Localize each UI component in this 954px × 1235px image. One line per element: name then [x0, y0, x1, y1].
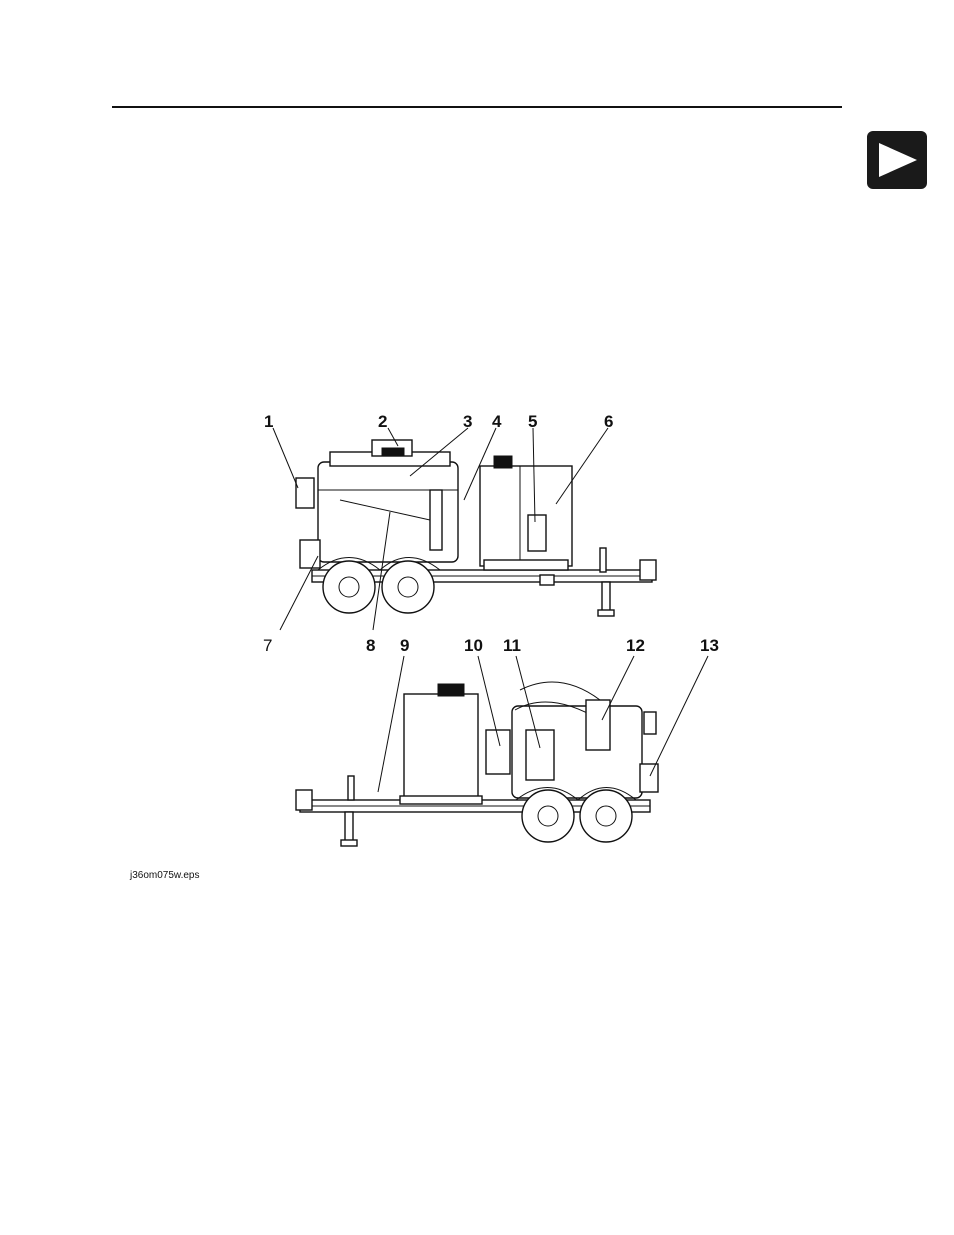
- callout-11: 11: [503, 636, 521, 655]
- wheel-front-2: [522, 790, 574, 842]
- callout-1: 1: [264, 412, 273, 431]
- callout-4: 4: [492, 412, 502, 431]
- figure-filename: j36om075w.eps: [130, 870, 200, 881]
- wheel-rear-2: [580, 790, 632, 842]
- engine-enclosure-2: [404, 694, 478, 802]
- callout-3: 3: [463, 412, 472, 431]
- callout-9: 9: [400, 636, 409, 655]
- engine-enclosure: [480, 466, 572, 566]
- jack-stand: [602, 582, 610, 612]
- trailer-left-side-view: [296, 440, 656, 616]
- hose-fitting-2: [640, 764, 658, 792]
- callout-5: 5: [528, 412, 537, 431]
- trailer-figure: 1 2 3 4 5 6 7 8: [0, 0, 954, 900]
- trailer-right-side-view: [296, 682, 658, 846]
- callout-10: 10: [464, 636, 483, 655]
- hose-fitting: [300, 540, 320, 568]
- wheel-rear: [382, 561, 434, 613]
- jack-stand-2: [345, 812, 353, 842]
- valve: [296, 478, 314, 508]
- callout-12: 12: [626, 636, 645, 655]
- callout-7: 7: [263, 636, 272, 655]
- callout-13: 13: [700, 636, 719, 655]
- callout-8: 8: [366, 636, 375, 655]
- wheel-front: [323, 561, 375, 613]
- callout-6: 6: [604, 412, 613, 431]
- callout-2: 2: [378, 412, 387, 431]
